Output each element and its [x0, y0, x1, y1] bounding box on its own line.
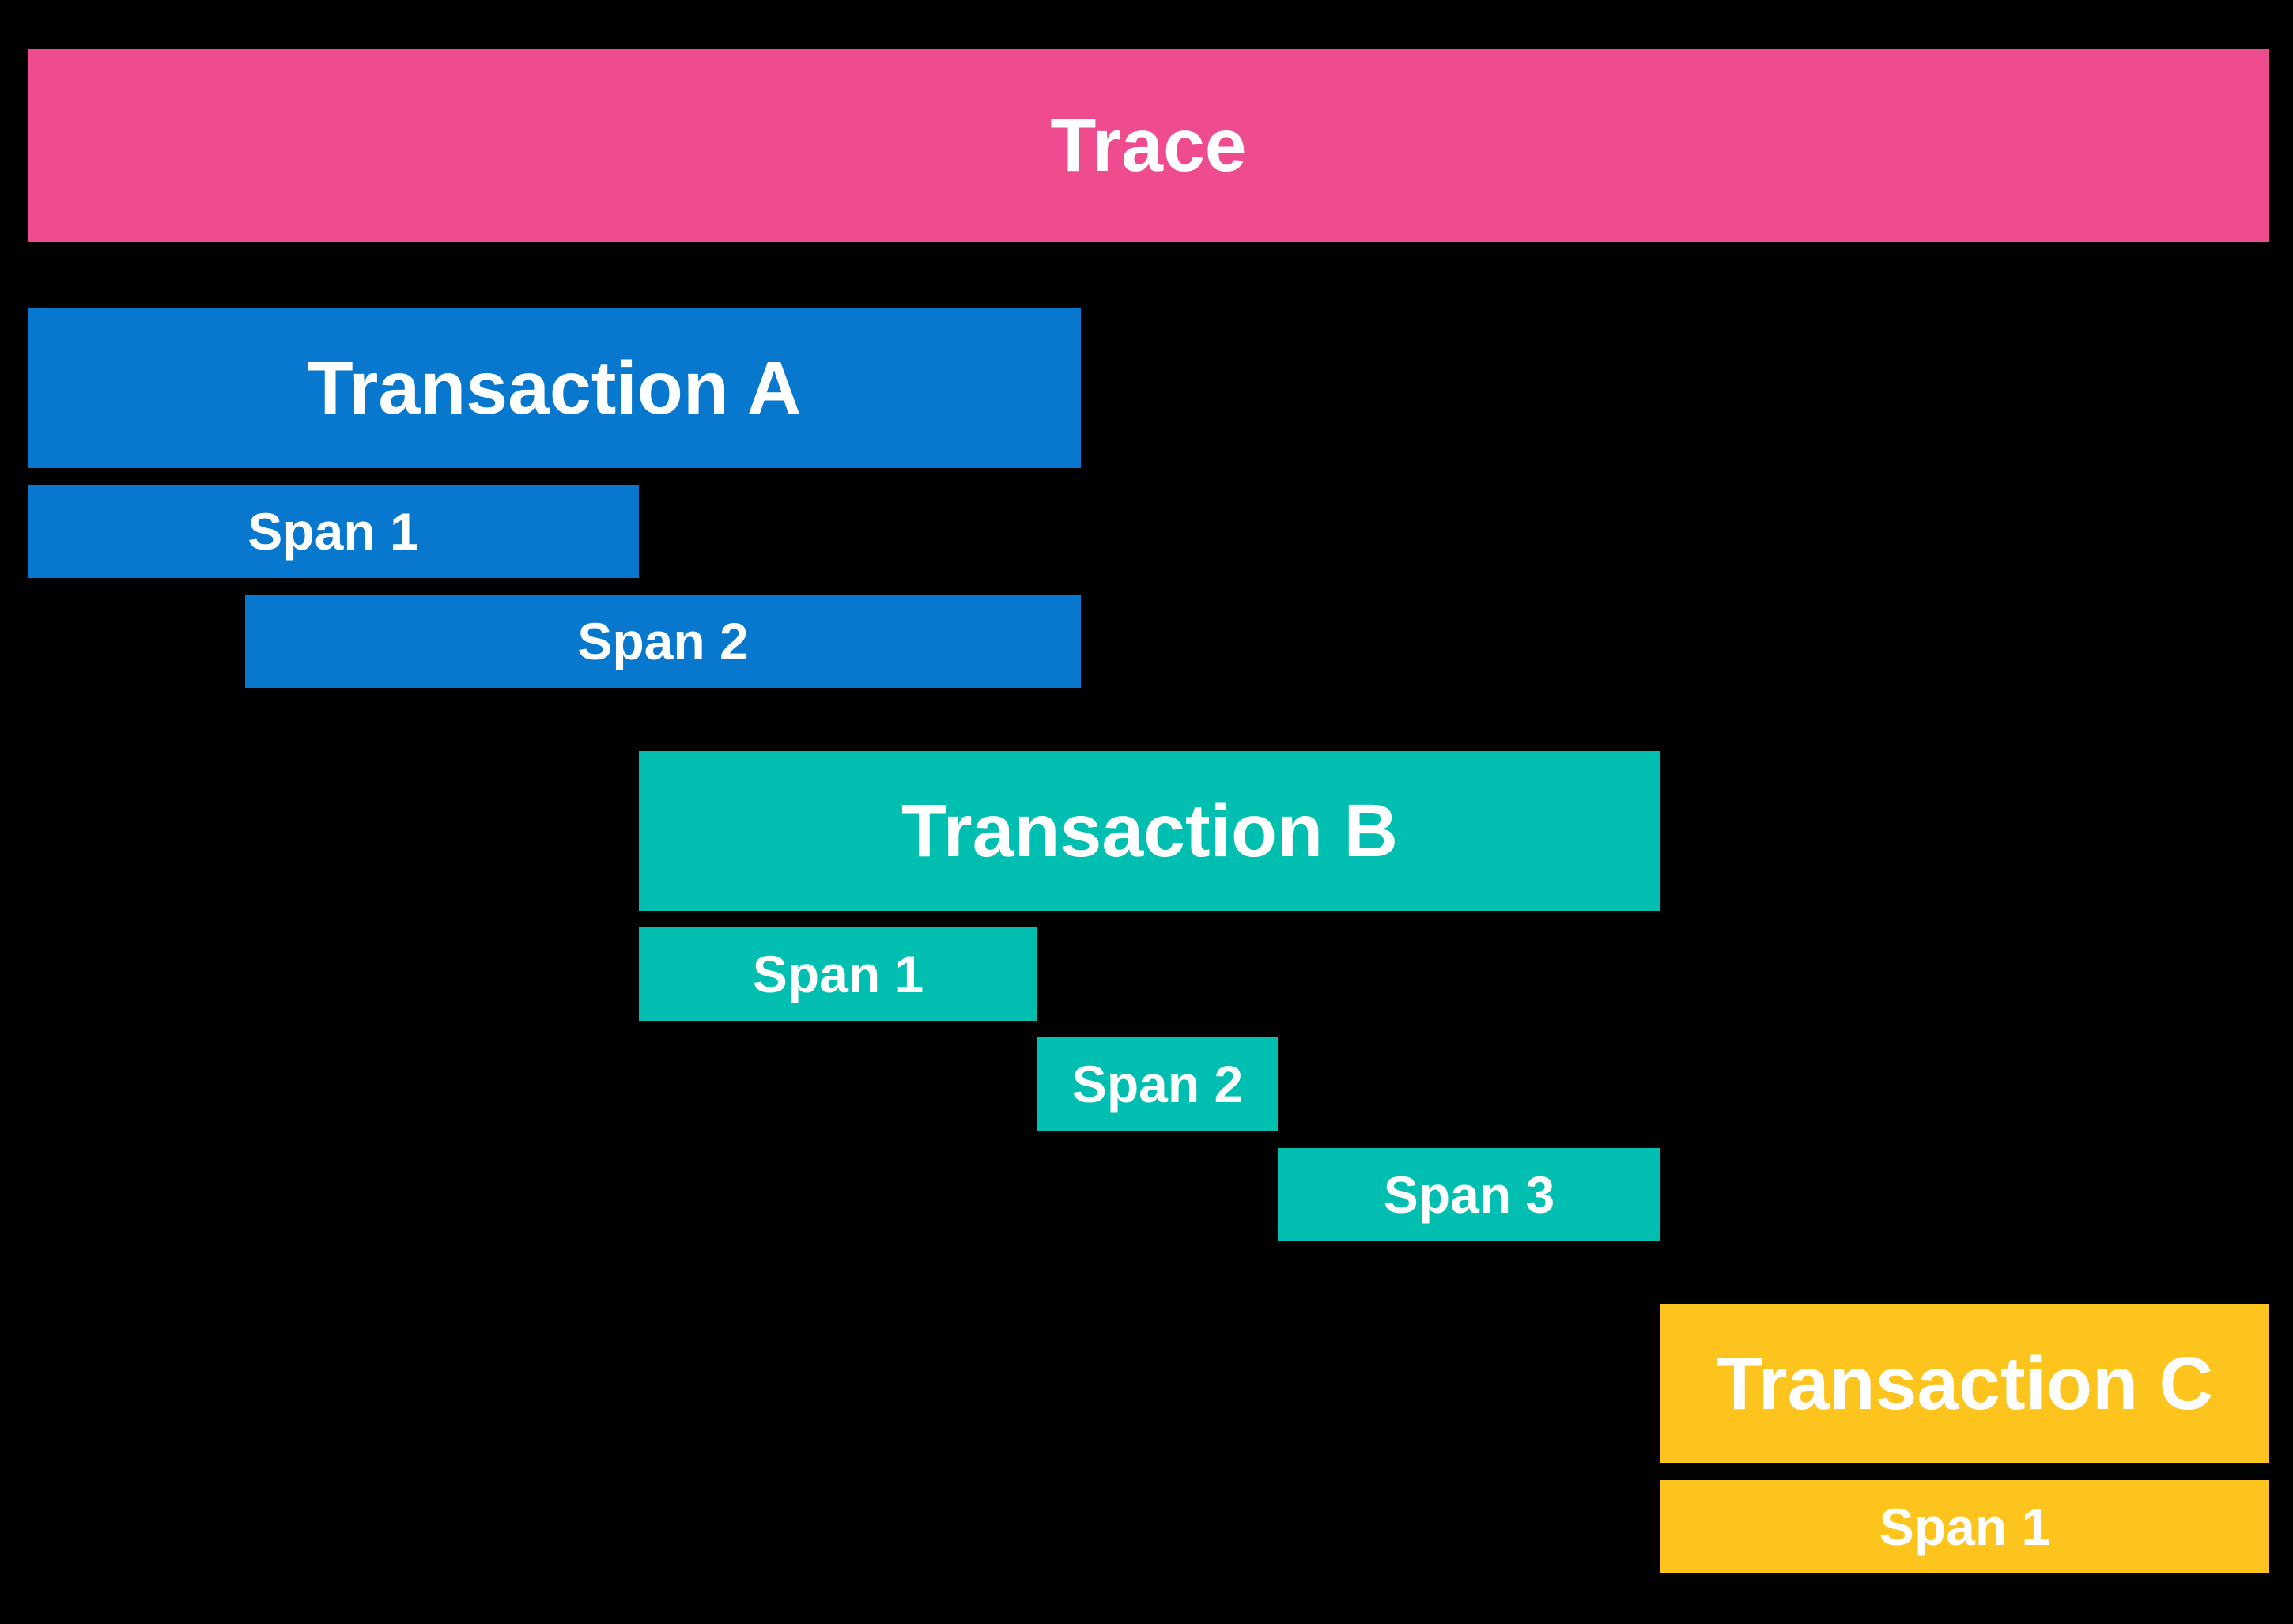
- transaction-b-span-2-label: Span 2: [1071, 1055, 1244, 1113]
- transaction-a-span-2-label: Span 2: [577, 612, 749, 670]
- transaction-c-span-1-label: Span 1: [1879, 1497, 2051, 1556]
- transaction-b-bar: Transaction B: [639, 751, 1660, 911]
- transaction-c-bar: Transaction C: [1660, 1304, 2269, 1463]
- transaction-b-span-1-label: Span 1: [752, 945, 924, 1003]
- transaction-a-bar: Transaction A: [28, 308, 1081, 468]
- transaction-b-span-3-bar: Span 3: [1278, 1148, 1660, 1241]
- transaction-c-span-1-bar: Span 1: [1660, 1480, 2269, 1573]
- transaction-a-span-1-label: Span 1: [247, 502, 419, 561]
- transaction-b-label: Transaction B: [901, 788, 1399, 873]
- transaction-b-span-3-label: Span 3: [1383, 1165, 1555, 1224]
- transaction-b-span-1-bar: Span 1: [639, 927, 1037, 1021]
- trace-label: Trace: [1050, 103, 1247, 187]
- transaction-a-label: Transaction A: [307, 346, 802, 430]
- trace-bar: Trace: [28, 49, 2269, 242]
- transaction-a-span-1-bar: Span 1: [28, 485, 639, 578]
- transaction-b-span-2-bar: Span 2: [1037, 1037, 1278, 1131]
- transaction-a-span-2-bar: Span 2: [245, 595, 1081, 688]
- transaction-c-label: Transaction C: [1716, 1341, 2214, 1426]
